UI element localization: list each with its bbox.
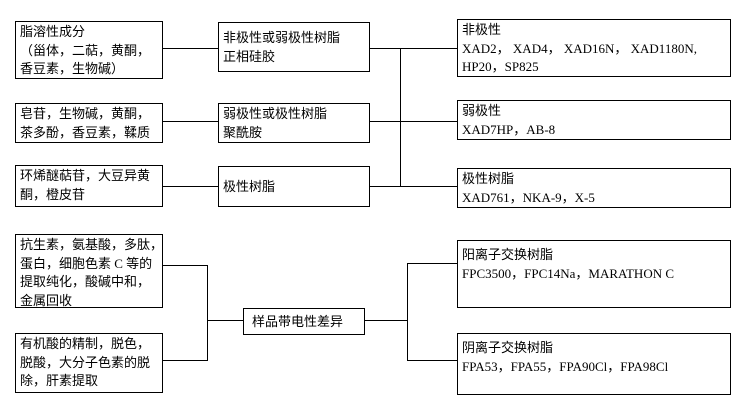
connector-to-cation-exchange bbox=[407, 263, 457, 264]
box-weak-or-polar-resin: 弱极性或极性树脂 聚酰胺 bbox=[218, 103, 370, 143]
connector-left-bracket-vertical bbox=[207, 265, 208, 361]
connector-right-trunk-vertical bbox=[400, 48, 401, 187]
box-cation-exchange-resin-models: 阳离子交换树脂 FPC3500，FPC14Na，MARATHON C bbox=[457, 240, 731, 308]
connector-iridoid-to-polar-resin bbox=[162, 186, 218, 187]
connector-polar-resin-to-models bbox=[370, 186, 457, 187]
box-iridoid-glycosides: 环烯醚萜苷，大豆异黄 酮，橙皮苷 bbox=[15, 165, 163, 207]
connector-to-anion-exchange bbox=[407, 360, 457, 361]
box-polar-resin: 极性树脂 bbox=[218, 166, 370, 207]
connector-saponins-to-weak-polar-resin bbox=[162, 121, 218, 122]
connector-organic-acids-stub bbox=[162, 360, 208, 361]
connector-weak-polar-resin-to-models bbox=[370, 121, 457, 122]
box-polar-resin-models: 极性树脂 XAD761，NKA-9，X-5 bbox=[457, 168, 731, 208]
box-nonpolar-or-weak-polar-resin: 非极性或弱极性树脂 正相硅胶 bbox=[218, 22, 370, 72]
box-sample-charge-difference: 样品带电性差异 bbox=[243, 308, 365, 335]
connector-to-charge-difference bbox=[207, 320, 243, 321]
connector-lipid-to-nonpolar-resin bbox=[162, 48, 218, 49]
box-antibiotics-amino-acids: 抗生素，氨基酸，多肽， 蛋白，细胞色素 C 等的 提取纯化，酸碱中和， 金属回收 bbox=[15, 234, 163, 308]
box-saponins-alkaloids: 皂苷，生物碱，黄酮， 茶多酚，香豆素，鞣质 bbox=[15, 103, 163, 143]
box-anion-exchange-resin-models: 阴离子交换树脂 FPA53，FPA55，FPA90Cl，FPA98Cl bbox=[457, 333, 731, 395]
box-nonpolar-resin-models: 非极性 XAD2， XAD4， XAD16N， XAD1180N, HP20，S… bbox=[457, 19, 731, 77]
box-lipid-soluble-components: 脂溶性成分 （甾体，二萜，黄酮， 香豆素，生物碱） bbox=[15, 21, 163, 79]
connector-nonpolar-resin-to-models bbox=[370, 48, 457, 49]
box-organic-acids-refining: 有机酸的精制，脱色， 脱酸，大分子色素的脱 除，肝素提取 bbox=[15, 333, 163, 393]
box-weak-polar-resin-models: 弱极性 XAD7HP，AB-8 bbox=[457, 100, 731, 140]
connector-from-charge-difference bbox=[365, 320, 407, 321]
connector-antibiotics-stub bbox=[162, 265, 208, 266]
connector-ion-bracket-vertical bbox=[407, 263, 408, 361]
